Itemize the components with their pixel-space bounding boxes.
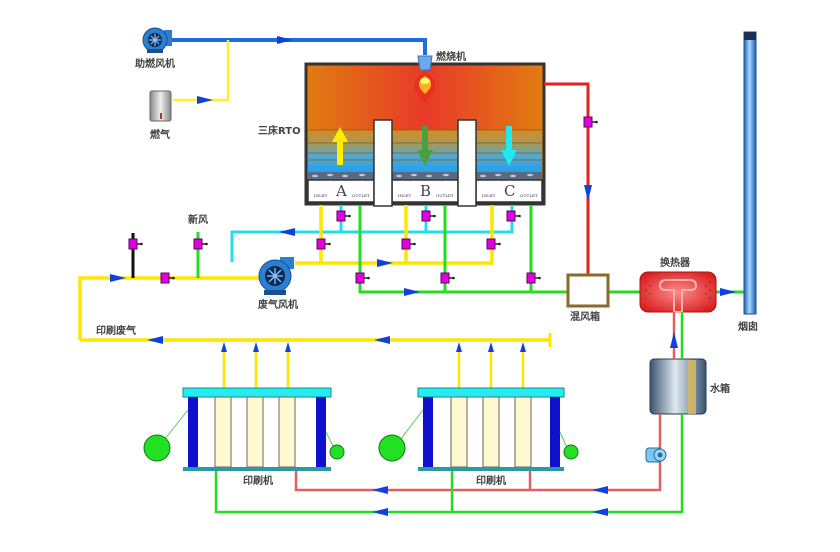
burner[interactable] <box>414 55 436 102</box>
bed-c-outlet-label: OUTLET <box>520 193 538 198</box>
heat-exchanger[interactable] <box>639 271 717 313</box>
bed-b-inlet-valve[interactable] <box>401 238 417 250</box>
fresh-air-label: 新风 <box>188 213 208 226</box>
rto-label: 三床RTO <box>258 124 301 137</box>
bed-b-label: B <box>420 182 431 200</box>
bed-a-outlet-label: OUTLET <box>352 193 370 198</box>
printer-1[interactable] <box>143 387 345 471</box>
exhaust-fan-label: 废气风机 <box>258 298 298 311</box>
hot-gas-valve[interactable] <box>583 116 599 128</box>
mixing-box[interactable] <box>566 273 610 308</box>
chimney[interactable] <box>743 31 757 315</box>
fuel-gas-pipe <box>173 40 230 104</box>
rto-unit[interactable] <box>304 62 546 207</box>
bed-c-inlet-valve[interactable] <box>486 238 502 250</box>
combustion-fan-label: 助燃风机 <box>135 57 175 70</box>
emergency-vent-valve[interactable] <box>128 238 144 250</box>
water-return-pipe <box>214 312 684 516</box>
mixing-box-label: 混风箱 <box>570 310 600 323</box>
flow-arrow <box>197 96 213 104</box>
bed-c-purge-valve[interactable] <box>506 210 522 222</box>
purge-pipe <box>230 205 514 262</box>
chimney-label: 烟囱 <box>738 320 758 333</box>
fresh-air-valve[interactable] <box>193 238 209 250</box>
fuel-gas-tank[interactable] <box>149 90 172 122</box>
hot-gas-pipe <box>544 82 592 275</box>
printing-exhaust-pipe <box>80 333 552 388</box>
combustion-air-pipe <box>172 36 427 55</box>
exhaust-fan[interactable] <box>258 257 294 295</box>
bed-c-outlet-valve[interactable] <box>526 272 542 284</box>
bed-c-inlet-label: INLET <box>482 193 496 198</box>
bed-c-label: C <box>504 182 515 200</box>
printing-exhaust-label: 印刷废气 <box>96 324 136 337</box>
printer-2[interactable] <box>378 387 579 471</box>
heat-exchanger-label: 换热器 <box>660 256 691 269</box>
bed-c-flow-down-arrow <box>501 126 517 166</box>
printer-2-label: 印刷机 <box>476 474 506 487</box>
bed-b-outlet-label: OUTLET <box>436 193 454 198</box>
bed-a-inlet-label: INLET <box>314 193 328 198</box>
fuel-gas-label: 燃气 <box>150 128 170 141</box>
exhaust-main-valve[interactable] <box>160 272 176 284</box>
burner-label: 燃烧机 <box>436 50 466 63</box>
bed-a-inlet-valve[interactable] <box>316 238 332 250</box>
bed-b-inlet-label: INLET <box>398 193 412 198</box>
bed-a-outlet-valve[interactable] <box>355 272 371 284</box>
water-tank[interactable] <box>649 358 707 415</box>
water-pump[interactable] <box>645 447 667 463</box>
flow-arrow <box>277 36 293 44</box>
bed-b-flow-down-arrow <box>417 126 433 166</box>
water-tank-label: 水箱 <box>709 382 730 395</box>
bed-a-label: A <box>335 182 347 200</box>
bed-b-purge-valve[interactable] <box>421 210 437 222</box>
bed-a-purge-valve[interactable] <box>336 210 352 222</box>
bed-b-outlet-valve[interactable] <box>440 272 456 284</box>
printer-1-label: 印刷机 <box>243 474 273 487</box>
bed-a-flow-up-arrow <box>332 127 348 165</box>
combustion-fan[interactable] <box>142 27 172 53</box>
